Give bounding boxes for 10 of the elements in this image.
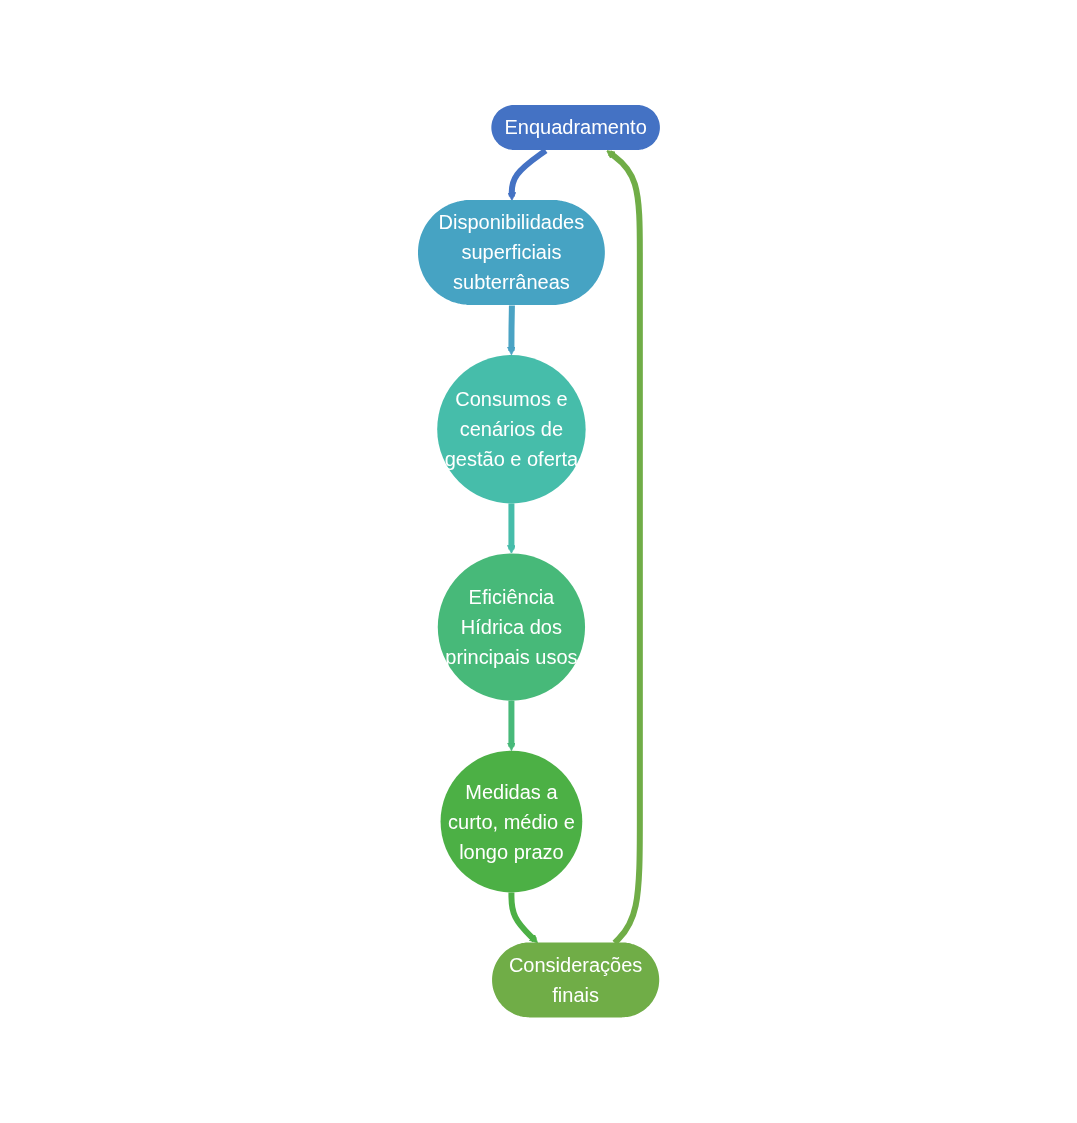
node-circle: Medidas a curto, médio e longo prazo — [440, 751, 582, 893]
node-box: Enquadramento — [490, 105, 660, 151]
arrow — [506, 305, 516, 356]
node-box: Considerações finais — [491, 942, 659, 1018]
arrow — [506, 701, 516, 752]
arrow — [506, 503, 516, 555]
arrow — [507, 892, 538, 944]
arrow — [506, 148, 547, 202]
node-circle: Consumos e cenários de gestão e oferta — [436, 355, 586, 504]
node-circle: Eficiência Hídrica dos principais usos — [437, 553, 585, 701]
